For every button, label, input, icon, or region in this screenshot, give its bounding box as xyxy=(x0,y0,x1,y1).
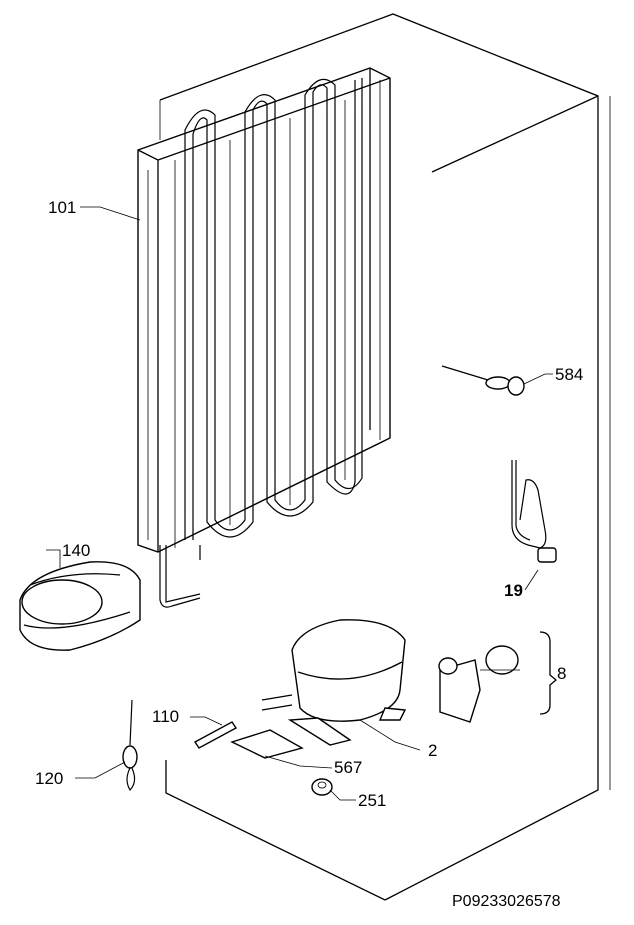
callout-140: 140 xyxy=(62,541,90,560)
rod-part-110 xyxy=(193,721,238,749)
condenser-coil xyxy=(137,67,391,608)
compressor-part-2 xyxy=(261,619,407,746)
callout-120: 120 xyxy=(35,769,63,788)
callout-110: 110 xyxy=(152,707,179,726)
callout-8: 8 xyxy=(557,664,566,683)
cabinet-outline xyxy=(159,13,611,901)
callout-19: 19 xyxy=(504,581,523,600)
callout-labels: 101 140 584 19 8 110 2 567 120 251 P0923… xyxy=(35,198,583,910)
leader-lines xyxy=(46,206,553,801)
plate-part-567 xyxy=(230,729,304,759)
tie-part-120 xyxy=(122,699,138,791)
drip-tray-part-140 xyxy=(19,561,141,651)
callout-2: 2 xyxy=(428,741,437,760)
relay-parts-8 xyxy=(438,631,558,723)
callout-251: 251 xyxy=(358,791,386,810)
grommet-part-251 xyxy=(311,778,333,796)
callout-101: 101 xyxy=(48,198,76,217)
callout-584: 584 xyxy=(555,365,583,384)
callout-567: 567 xyxy=(334,758,362,777)
sensor-part-584 xyxy=(441,365,525,396)
drawing-code: P09233026578 xyxy=(452,893,561,910)
heater-cable-part-19 xyxy=(511,460,557,563)
